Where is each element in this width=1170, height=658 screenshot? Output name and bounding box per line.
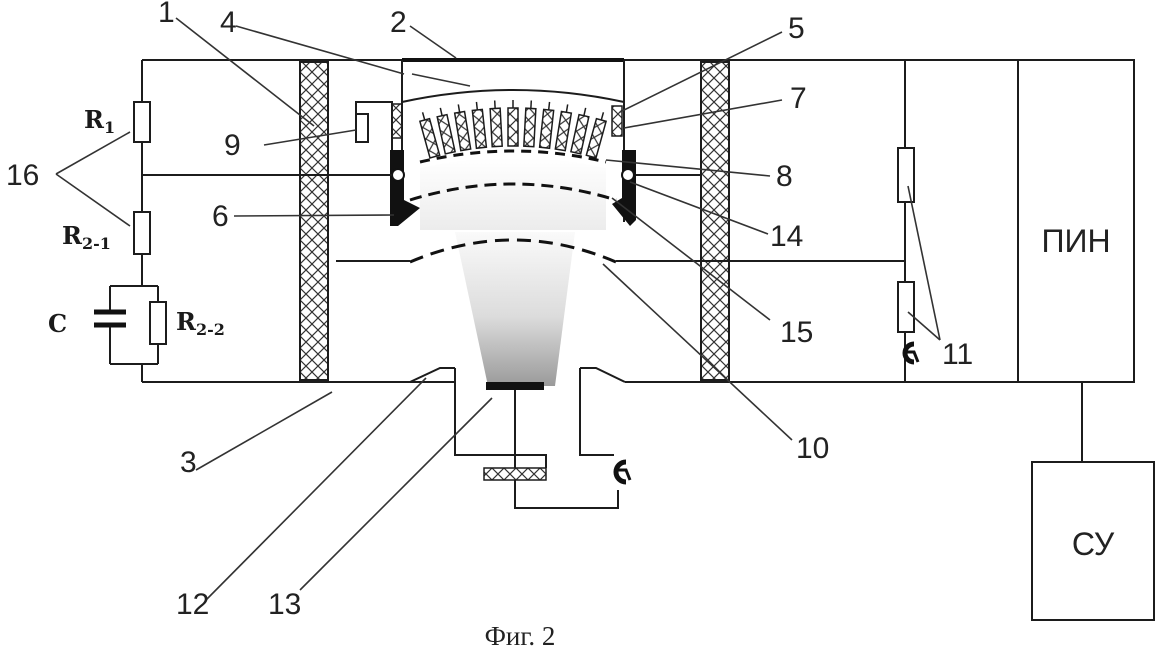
cathode-stem xyxy=(421,112,426,121)
right-insulator xyxy=(700,61,730,381)
ref-6: 6 xyxy=(212,200,229,233)
element-9-block xyxy=(355,113,369,143)
right-marker-14 xyxy=(621,168,635,182)
cathode-element xyxy=(436,113,456,155)
label-r2-1: R2-1 xyxy=(62,221,111,253)
chamber-bottom-wall xyxy=(142,367,1018,383)
cathode-element xyxy=(471,108,488,150)
cathode-stem xyxy=(565,104,569,113)
target-wiring xyxy=(454,368,547,468)
grid-15 xyxy=(409,182,617,202)
ref-13: 13 xyxy=(268,588,301,621)
cathode-stem xyxy=(547,101,551,111)
resistor-r2-1 xyxy=(133,211,151,255)
figure-caption: Фиг. 2 xyxy=(485,621,556,651)
capacitor-c xyxy=(94,309,126,328)
resistor-r1 xyxy=(133,101,151,143)
ref-1: 1 xyxy=(158,0,175,29)
label-r1: R1 xyxy=(84,105,115,137)
ref-2: 2 xyxy=(390,6,407,39)
left-electrode-6 xyxy=(390,150,420,226)
cathode-element xyxy=(538,108,555,150)
label-c: C xyxy=(48,309,67,338)
ac-source-icon xyxy=(902,341,920,365)
ref-11: 11 xyxy=(942,338,973,371)
label-r2-2: R2-2 xyxy=(176,307,225,339)
ref-16: 16 xyxy=(6,159,39,192)
grid-10 xyxy=(409,238,617,264)
ref-14: 14 xyxy=(770,220,803,253)
beam-cone xyxy=(455,232,575,386)
grid-8 xyxy=(419,149,607,164)
cathode-stem xyxy=(583,107,587,116)
beam-upper xyxy=(420,158,606,230)
target-supply-wiring xyxy=(579,368,614,456)
ref-7: 7 xyxy=(790,82,807,115)
ref-3: 3 xyxy=(180,446,197,479)
ref-10: 10 xyxy=(796,432,829,465)
cathode-element xyxy=(554,110,573,152)
pin-block xyxy=(1017,59,1135,383)
cathode-element xyxy=(453,110,472,152)
left-insulator xyxy=(299,61,329,381)
cathode-element xyxy=(585,117,608,159)
cathode-stem xyxy=(600,112,605,121)
ref-15: 15 xyxy=(780,316,813,349)
cathode-element xyxy=(507,107,519,147)
su-block xyxy=(1031,461,1155,621)
resistor-r2-2 xyxy=(149,301,167,345)
left-marker-14 xyxy=(391,168,405,182)
ref-4: 4 xyxy=(220,6,237,39)
cathode-element xyxy=(523,107,537,148)
resistor-11-lower xyxy=(897,281,915,333)
su-block-label: СУ xyxy=(1072,526,1115,562)
cathode-element xyxy=(570,113,590,155)
pin-block-label: ПИН xyxy=(1041,223,1110,259)
cathode-element xyxy=(418,117,441,159)
leader-lines xyxy=(55,17,941,601)
ref-12: 12 xyxy=(176,588,209,621)
cathode-array xyxy=(418,100,608,159)
cathode-stem xyxy=(457,104,461,113)
ref-9: 9 xyxy=(224,129,241,162)
cathode-stem xyxy=(439,107,443,116)
ref-5: 5 xyxy=(788,12,805,45)
target-ac-source-icon xyxy=(613,459,632,485)
resistor-11-upper xyxy=(897,147,915,203)
element-7-block xyxy=(611,105,623,137)
cathode-element xyxy=(489,107,503,148)
cathode-stem xyxy=(475,101,479,111)
element-left-block xyxy=(391,103,403,139)
target-13 xyxy=(486,382,544,390)
ref-8: 8 xyxy=(776,160,793,193)
target-holder xyxy=(483,467,547,481)
